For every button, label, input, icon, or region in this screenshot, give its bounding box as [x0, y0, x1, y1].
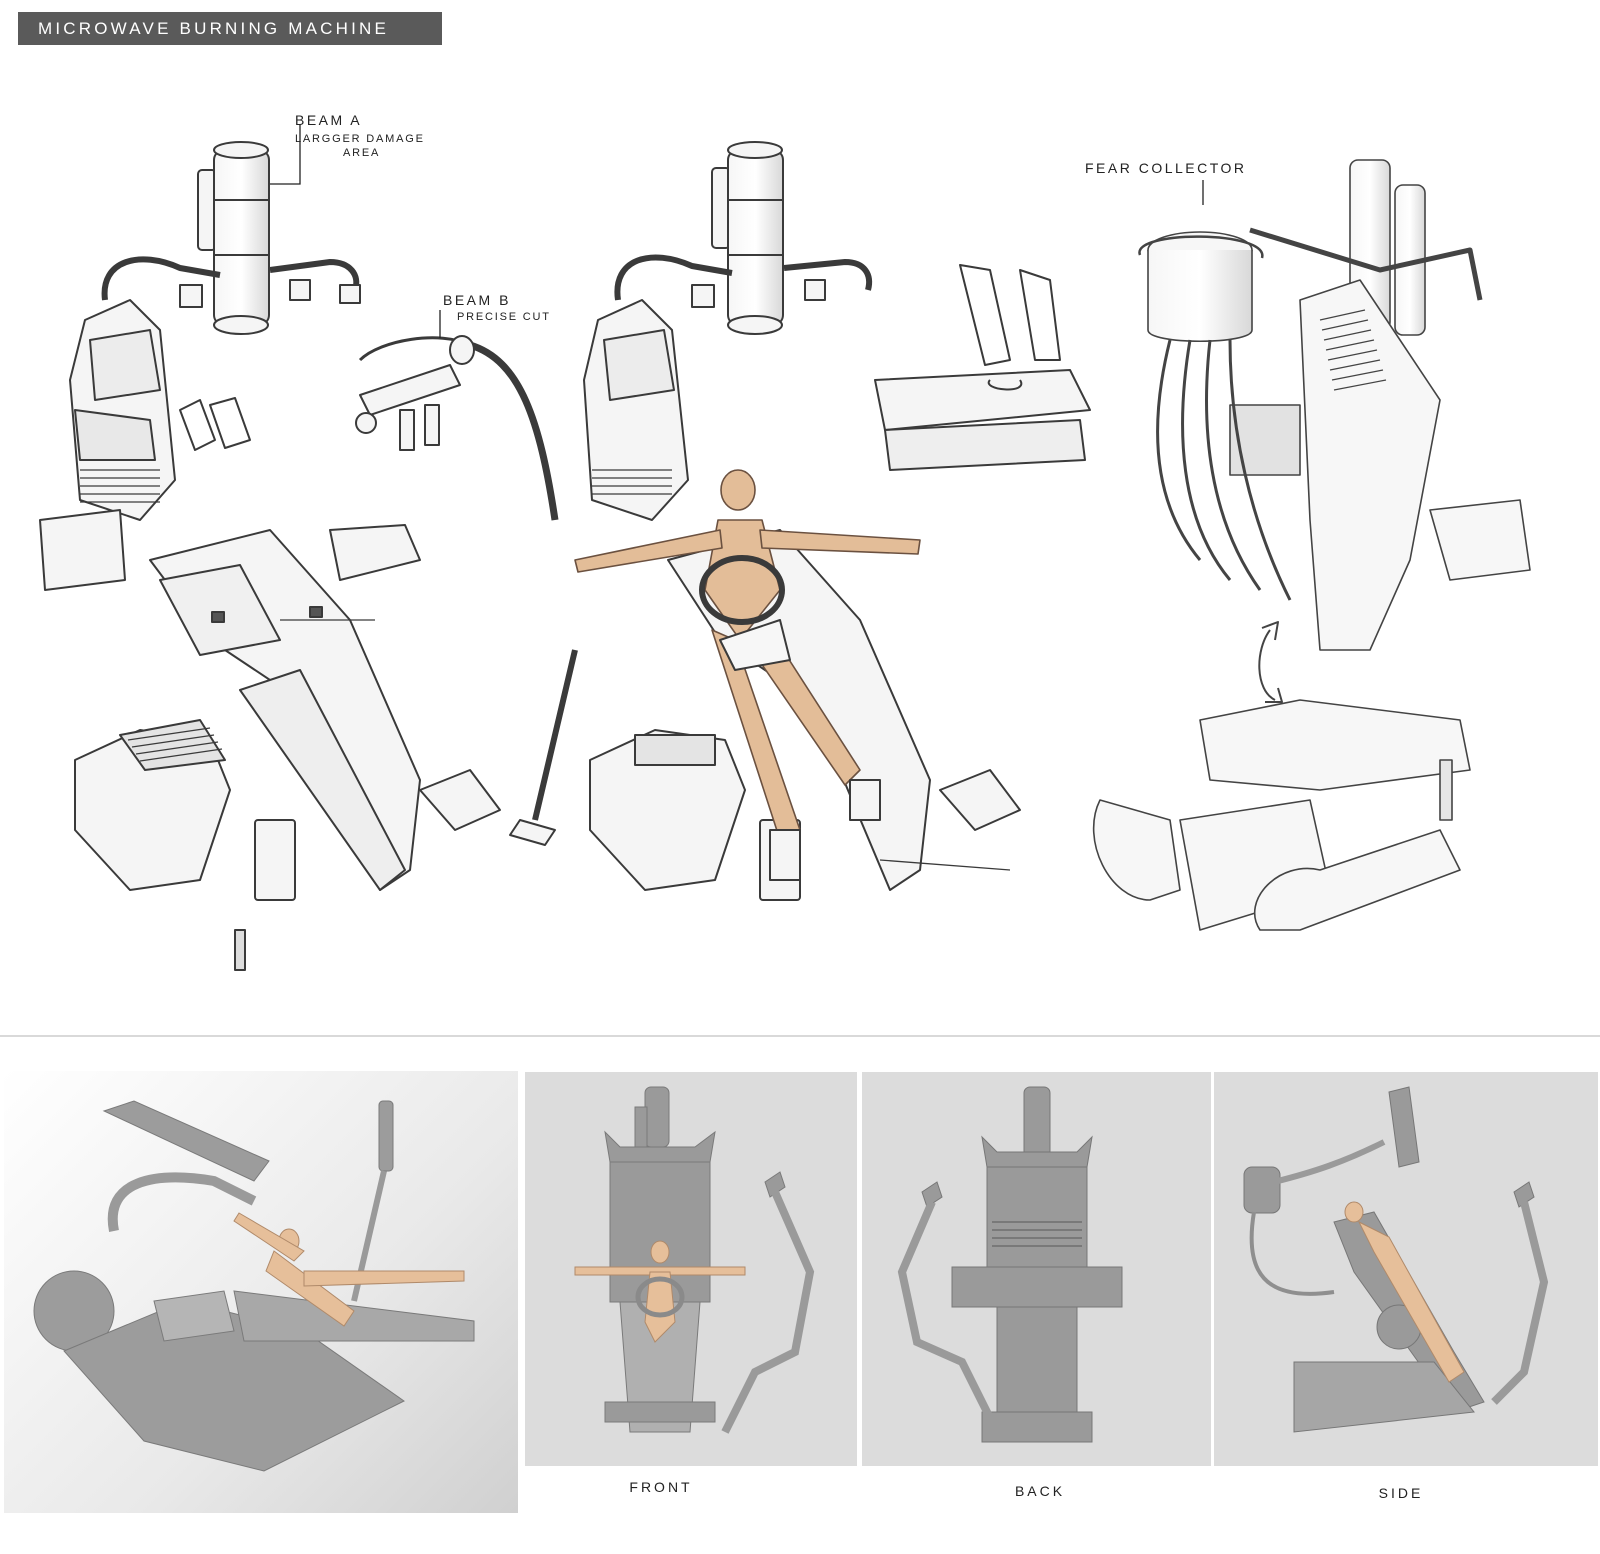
- render-side: [1214, 1072, 1598, 1466]
- sketch-drawings: [39, 124, 1531, 971]
- render-perspective: [4, 1071, 518, 1513]
- machine-sketch-rear: [1092, 159, 1531, 931]
- beam-b-note: PRECISE CUT: [457, 311, 551, 323]
- callout-beam-b: BEAM B PRECISE CUT: [443, 292, 551, 324]
- render-front: [525, 1072, 857, 1466]
- callout-leaders: [270, 124, 1204, 338]
- render-back-art: [897, 1086, 1123, 1443]
- render-perspective-art: [33, 1100, 475, 1472]
- beam-a-label: BEAM A: [295, 112, 363, 128]
- sketch-area: BEAM A LARGGER DAMAGE AREA BEAM B PRECIS…: [39, 112, 1531, 971]
- section-divider: [0, 1035, 1600, 1037]
- view-label-side: SIDE: [1378, 1485, 1424, 1501]
- machine-sketch-empty: [39, 141, 578, 971]
- beam-b-label: BEAM B: [443, 292, 511, 308]
- render-side-art: [1243, 1086, 1549, 1433]
- render-front-art: [574, 1086, 815, 1434]
- beam-a-note-1: LARGGER DAMAGE: [295, 133, 425, 145]
- callout-beam-a: BEAM A LARGGER DAMAGE AREA: [295, 112, 425, 160]
- view-label-back: BACK: [1014, 1483, 1066, 1499]
- render-back: [862, 1072, 1211, 1466]
- sheet-title: MICROWAVE BURNING MACHINE: [18, 12, 442, 45]
- view-label-front: FRONT: [629, 1479, 693, 1495]
- callout-fear-collector: FEAR COLLECTOR: [1085, 160, 1247, 176]
- beam-a-note-2: AREA: [343, 147, 381, 159]
- machine-sketch-with-subject: [574, 141, 1091, 901]
- fear-collector-label: FEAR COLLECTOR: [1085, 160, 1247, 176]
